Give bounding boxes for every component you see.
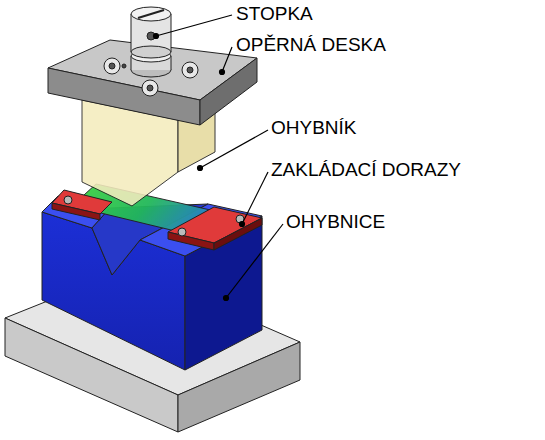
left-stop-front	[52, 203, 100, 220]
leader-dot	[220, 70, 225, 75]
leader-dot	[198, 166, 203, 171]
plate-screw	[182, 62, 198, 78]
plate-screw	[187, 67, 193, 73]
plate-screw	[147, 85, 153, 91]
plate-screw	[104, 58, 120, 74]
shank-edge	[171, 56, 172, 70]
part-label: STOPKA	[236, 4, 313, 25]
part-label: OHYBNÍK	[271, 118, 357, 139]
shank-edge	[131, 14, 132, 52]
plate-screw	[109, 63, 115, 69]
leader-line	[226, 224, 283, 298]
leader-line	[156, 15, 232, 36]
shank-edge	[171, 14, 172, 52]
right-stop-front	[168, 232, 214, 250]
stop-screw	[64, 196, 72, 204]
shank-bottom	[131, 46, 171, 58]
leader-dot	[224, 296, 229, 301]
stop-screw	[178, 228, 186, 236]
shank-slot	[138, 10, 164, 18]
leader-line	[222, 47, 232, 72]
shank-top	[131, 7, 171, 21]
leader-line	[200, 130, 268, 168]
part-label: OHYBNICE	[286, 212, 385, 233]
leader-dot	[154, 34, 159, 39]
part-label: OPĚRNÁ DESKA	[236, 35, 386, 56]
shank-edge	[131, 56, 132, 70]
plate-screw	[142, 80, 158, 96]
leader-line	[242, 172, 268, 224]
backing-plate-side	[200, 58, 257, 125]
backing-plate-front	[48, 68, 200, 125]
plate-screw	[122, 64, 126, 68]
part-label: ZAKLÁDACÍ DORAZY	[271, 160, 461, 181]
leader-dot	[240, 222, 245, 227]
